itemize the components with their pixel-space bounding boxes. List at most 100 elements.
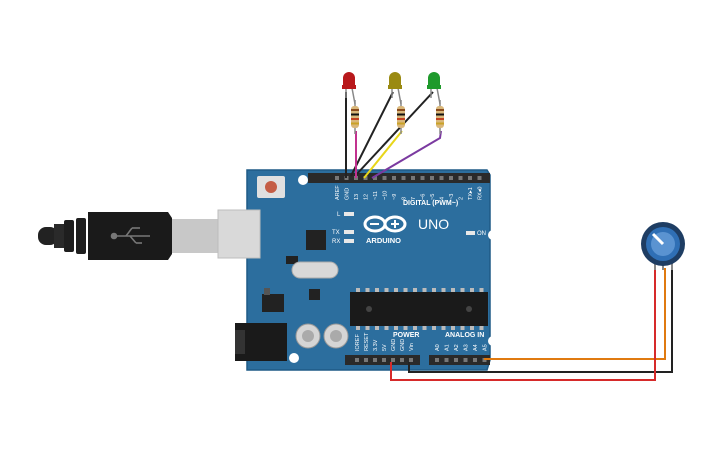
header-pin[interactable] bbox=[468, 176, 472, 180]
chip-leg bbox=[375, 288, 379, 292]
header-pin[interactable] bbox=[430, 176, 434, 180]
pin-label: A4 bbox=[473, 344, 479, 351]
chip-leg bbox=[479, 326, 484, 330]
header-pin[interactable] bbox=[373, 176, 377, 180]
wire-green-led-gnd bbox=[354, 91, 434, 177]
pin-label: GND bbox=[345, 188, 351, 200]
chip-leg bbox=[470, 326, 474, 330]
pin-label: GND bbox=[400, 339, 406, 351]
wire-yellow-pin bbox=[363, 130, 403, 179]
led-rim bbox=[342, 85, 356, 89]
header-pin[interactable] bbox=[355, 358, 359, 362]
resistor-band bbox=[397, 122, 405, 125]
header-pin[interactable] bbox=[392, 176, 396, 180]
crystal-oscillator bbox=[291, 261, 339, 279]
potentiometer bbox=[641, 222, 685, 270]
chip-leg bbox=[451, 288, 455, 292]
header-pin[interactable] bbox=[364, 358, 368, 362]
header-pin[interactable] bbox=[411, 176, 415, 180]
analog-label: ANALOG IN bbox=[445, 332, 484, 339]
header-pin[interactable] bbox=[449, 176, 453, 180]
header-pin[interactable] bbox=[382, 358, 386, 362]
wire-yellow-led-gnd bbox=[350, 91, 394, 177]
header-pin[interactable] bbox=[373, 358, 377, 362]
pin-label: A0 bbox=[435, 344, 441, 351]
header-pin[interactable] bbox=[363, 176, 368, 180]
chip-legs bbox=[356, 288, 484, 330]
chip-notch bbox=[366, 306, 372, 312]
rx-led bbox=[344, 239, 354, 243]
chip-leg bbox=[403, 288, 408, 292]
power-header-pins bbox=[355, 358, 413, 362]
voltage-regulator bbox=[262, 294, 284, 312]
header-pin[interactable] bbox=[458, 176, 463, 180]
pin-label: 2 bbox=[459, 197, 465, 200]
header-pin[interactable] bbox=[335, 176, 339, 180]
mounting-hole bbox=[298, 175, 308, 185]
capacitor-top bbox=[302, 330, 314, 342]
power-label: POWER bbox=[393, 332, 419, 339]
usb-cable-ring-1 bbox=[64, 220, 74, 252]
chip-leg bbox=[479, 288, 484, 292]
header-pin[interactable] bbox=[420, 176, 425, 180]
header-pin[interactable] bbox=[439, 176, 444, 180]
header-pin[interactable] bbox=[454, 358, 458, 362]
led-body bbox=[343, 72, 355, 86]
pin-label: ~9 bbox=[392, 194, 398, 200]
resistor-band bbox=[351, 122, 359, 125]
green-led bbox=[427, 72, 444, 134]
capacitor-top bbox=[330, 330, 342, 342]
chip-leg bbox=[403, 326, 408, 330]
reset-button-cap bbox=[265, 181, 277, 193]
yellow-led bbox=[388, 72, 405, 134]
usb-cable-ring-2 bbox=[76, 218, 86, 254]
pin-label: A5 bbox=[483, 344, 489, 351]
chip-leg bbox=[356, 326, 360, 330]
chip-leg bbox=[413, 326, 417, 330]
mounting-hole bbox=[488, 336, 498, 346]
pin-label: Vin bbox=[409, 343, 415, 351]
rx-led-label: RX bbox=[332, 239, 340, 245]
usb-controller-chip bbox=[306, 230, 326, 250]
header-pin[interactable] bbox=[391, 358, 395, 362]
header-pin[interactable] bbox=[382, 176, 387, 180]
resistor-band bbox=[436, 122, 444, 125]
header-pin[interactable] bbox=[401, 176, 406, 180]
header-pin[interactable] bbox=[435, 358, 439, 362]
atmega-microcontroller bbox=[350, 292, 488, 326]
arduino-brand: ARDUINO bbox=[366, 236, 401, 245]
usb-icon bbox=[110, 227, 150, 244]
pin-label: ~5 bbox=[430, 194, 436, 200]
digital-header-label: DIGITAL (PWM~) bbox=[403, 200, 458, 207]
chip-leg bbox=[460, 326, 465, 330]
l-led bbox=[344, 212, 354, 216]
led-wires bbox=[345, 91, 442, 179]
arduino-logo-icon bbox=[363, 215, 407, 233]
pin-label: A3 bbox=[464, 344, 470, 351]
pin-label: IOREF bbox=[355, 334, 361, 351]
header-pin[interactable] bbox=[463, 358, 468, 362]
usb-cable-end bbox=[38, 227, 58, 245]
pot-indicator bbox=[651, 232, 665, 246]
wire-black-gnd bbox=[408, 268, 673, 373]
chip-leg bbox=[432, 288, 436, 292]
pin-label: A2 bbox=[454, 344, 460, 351]
header-pin[interactable] bbox=[473, 358, 477, 362]
chip-leg bbox=[365, 288, 370, 292]
chip-leg bbox=[441, 288, 446, 292]
pin-label: ~6 bbox=[421, 194, 427, 200]
header-pin[interactable] bbox=[477, 176, 482, 180]
resistor-band bbox=[351, 118, 359, 120]
header-pin[interactable] bbox=[400, 358, 404, 362]
usb-b-jack bbox=[217, 209, 261, 259]
header-pin[interactable] bbox=[409, 358, 413, 362]
l-led-label: L bbox=[337, 212, 341, 218]
resistor-band bbox=[436, 118, 444, 120]
chip-leg bbox=[356, 288, 360, 292]
header-pin[interactable] bbox=[444, 358, 449, 362]
analog-header bbox=[429, 355, 490, 365]
digital-header bbox=[308, 173, 490, 183]
resistor-band bbox=[397, 113, 405, 116]
